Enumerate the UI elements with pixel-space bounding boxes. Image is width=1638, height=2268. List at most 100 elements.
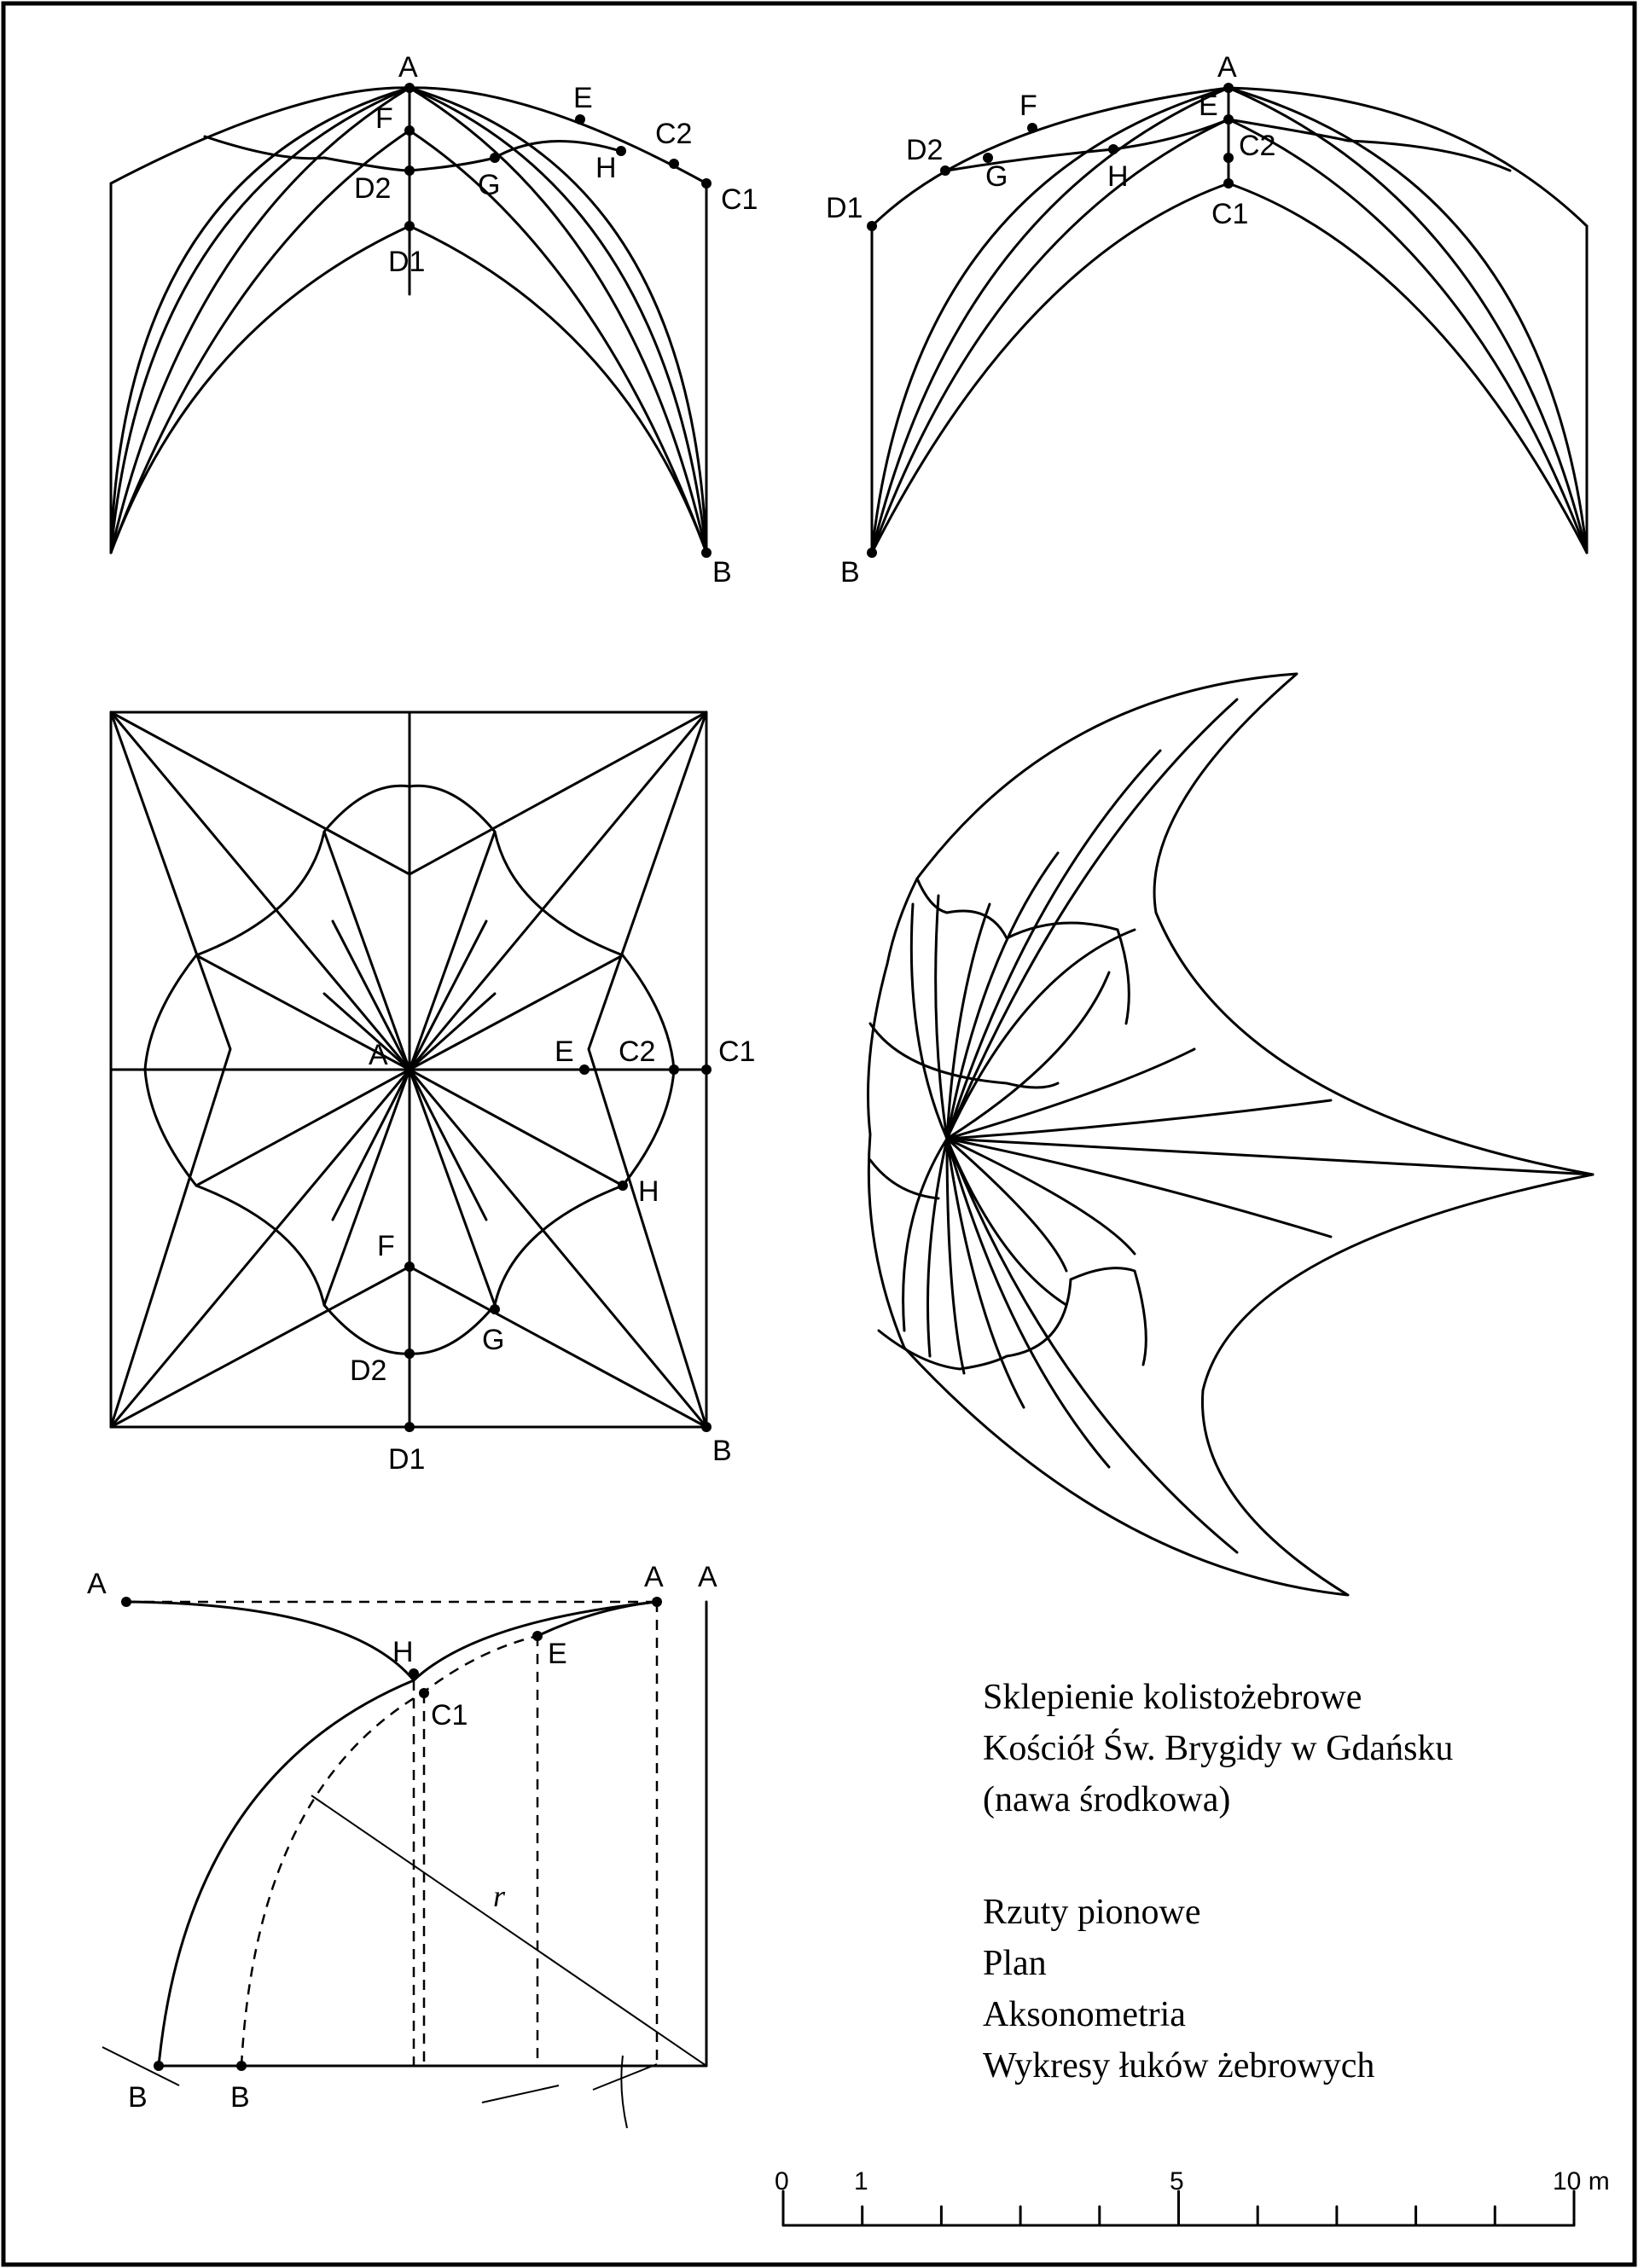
label-D2: D2: [906, 134, 943, 166]
label-C1: C1: [431, 1699, 468, 1731]
scale-label-10m: 10 m: [1553, 2167, 1610, 2195]
transverse-arch: [870, 182, 1589, 554]
plan-star-side: [109, 711, 708, 1429]
label-F: F: [375, 102, 393, 135]
label-r: r: [493, 1879, 506, 1913]
rib-arc-BH-A: [157, 1600, 659, 2068]
point-G: [490, 153, 500, 163]
lobed-ribs-upper: [868, 877, 1130, 1089]
label-C1: C1: [718, 1035, 755, 1068]
point-H: [1108, 144, 1118, 154]
point-D1: [867, 221, 877, 231]
caption-item-arcs: Wykresy łuków żebrowych: [983, 2046, 1374, 2085]
label-F: F: [1019, 90, 1037, 122]
point-G: [490, 1304, 500, 1314]
point-C1: [701, 1064, 712, 1075]
crown-rib: [945, 1137, 1594, 1176]
radius-line: [311, 1795, 707, 2067]
label-H: H: [595, 152, 617, 184]
construction-ticks: [102, 2046, 658, 2129]
label-B: B: [840, 556, 860, 589]
label-A: A: [398, 51, 418, 84]
lobed-ribs-lower: [868, 1158, 1147, 1371]
ribs-to-bottom-right: [945, 1137, 1333, 1307]
point-A: [404, 83, 415, 93]
scale-ticks: [781, 2190, 1576, 2227]
point-C2: [669, 1064, 679, 1075]
point-A: [404, 1064, 415, 1075]
point-C1: [701, 178, 712, 189]
caption-nave: (nawa środkowa): [983, 1780, 1230, 1819]
label-C2: C2: [619, 1035, 655, 1068]
point-C1: [419, 1688, 429, 1698]
point-B-dashed: [236, 2061, 247, 2071]
point-F: [404, 125, 415, 136]
caption-location: Kościół Św. Brygidy w Gdańsku: [983, 1728, 1453, 1768]
arc-segment-E-A: [536, 1600, 659, 1638]
label-B: B: [712, 556, 732, 589]
caption-item-elevations: Rzuty pionowe: [983, 1893, 1200, 1932]
label-H: H: [392, 1636, 414, 1668]
label-D1: D1: [388, 246, 425, 278]
elevation-right: A F E D2 C2 G H D1 C1 B: [826, 51, 1589, 589]
label-B2: B: [230, 2081, 250, 2114]
label-A2: A: [644, 1561, 664, 1593]
point-A: [1223, 83, 1234, 93]
label-C2: C2: [655, 118, 692, 150]
point-E: [579, 1064, 590, 1075]
point-F: [404, 1262, 415, 1272]
point-F: [1027, 123, 1037, 133]
label-G: G: [478, 169, 500, 201]
arc-A-H: [125, 1600, 415, 1682]
vault-outline: [867, 672, 1594, 1597]
scale-bar: 0 1 5 10 m: [775, 2167, 1610, 2227]
point-C2: [669, 159, 679, 169]
inner-rib-right: [408, 129, 708, 554]
point-E: [1223, 114, 1234, 125]
point-H: [618, 1180, 628, 1191]
caption-title: Sklepienie kolistożebrowe: [983, 1678, 1362, 1717]
label-E: E: [1199, 90, 1218, 122]
point-B-left: [154, 2061, 164, 2071]
point-H: [616, 146, 626, 156]
point-E: [532, 1631, 543, 1641]
label-D1: D1: [826, 192, 863, 224]
caption-item-plan: Plan: [983, 1944, 1047, 1983]
label-D2: D2: [350, 1354, 386, 1387]
point-D2: [404, 165, 415, 176]
point-D2: [940, 165, 950, 176]
label-B: B: [712, 1435, 732, 1467]
radiating-ribs: [195, 830, 624, 1307]
label-E: E: [548, 1638, 567, 1670]
label-C1: C1: [721, 183, 758, 216]
rib-arc-dashed: [240, 1634, 538, 2067]
point-A-mid: [652, 1597, 662, 1607]
caption-block: Sklepienie kolistożebrowe Kościół Św. Br…: [983, 1678, 1453, 2085]
scale-label-1: 1: [854, 2167, 868, 2195]
inner-rib-left: [109, 129, 411, 554]
label-A3: A: [698, 1561, 717, 1593]
point-C1: [1223, 178, 1234, 189]
ribs-to-top-right: [945, 928, 1333, 1140]
point-B: [701, 548, 712, 558]
point-G: [983, 153, 993, 163]
point-B: [867, 548, 877, 558]
label-B1: B: [128, 2081, 148, 2114]
label-G: G: [482, 1324, 504, 1356]
point-D2: [404, 1349, 415, 1359]
point-D1: [404, 221, 415, 231]
scale-label-5: 5: [1170, 2167, 1184, 2195]
label-C2: C2: [1239, 130, 1275, 162]
label-E: E: [555, 1035, 574, 1068]
label-A: A: [369, 1039, 388, 1071]
label-E: E: [573, 82, 593, 114]
elevation-left: A F D2 D1 G E H C2 C1 B: [109, 51, 758, 589]
label-F: F: [377, 1230, 395, 1262]
label-A: A: [1217, 51, 1237, 84]
caption-item-axonometry: Aksonometria: [983, 1995, 1186, 2034]
rib-arc-diagram: A A A H E C1 r B B: [87, 1561, 717, 2129]
label-A1: A: [87, 1568, 107, 1600]
tierceron-curve: [203, 135, 624, 172]
